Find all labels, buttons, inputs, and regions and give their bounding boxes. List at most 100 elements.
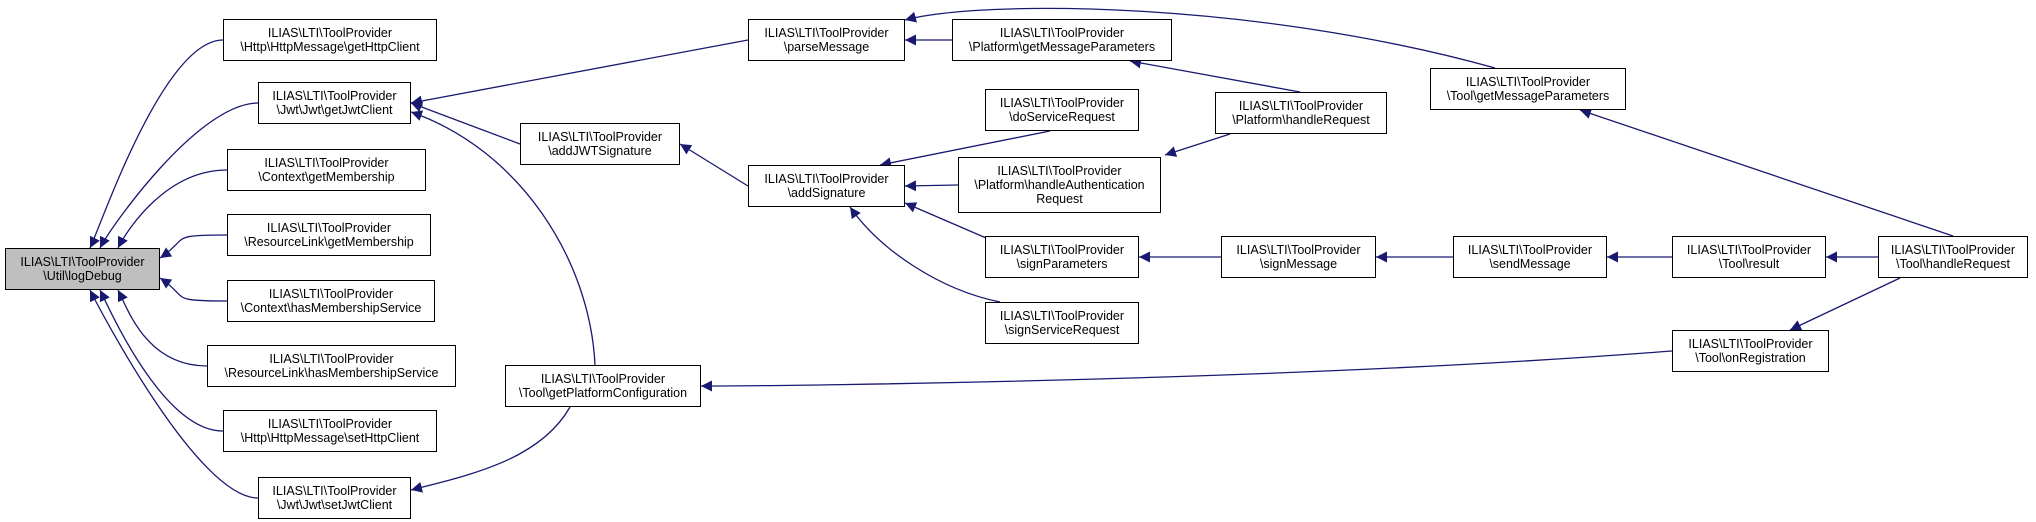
- edge-getPlatCfg-to-jwtSet: [410, 406, 571, 493]
- node-sign-msg[interactable]: ILIAS\LTI\ToolProvider\signMessage: [1221, 236, 1376, 278]
- node-label-line: ILIAS\LTI\ToolProvider: [268, 287, 394, 301]
- node-label-line: ILIAS\LTI\ToolProvider: [764, 26, 889, 40]
- edge-addSig-to-addJWT: [679, 143, 749, 187]
- node-label-line: \addJWTSignature: [548, 144, 652, 158]
- node-label-line: ILIAS\LTI\ToolProvider: [1236, 243, 1361, 257]
- node-label-line: ILIAS\LTI\ToolProvider: [537, 130, 663, 144]
- edge-getPlatCfg-to-jwtGet: [410, 110, 596, 366]
- node-label-line: \Jwt\Jwt\setJwtClient: [276, 498, 393, 512]
- node-label-line: ILIAS\LTI\ToolProvider: [267, 417, 393, 431]
- node-label-line: \parseMessage: [783, 40, 870, 54]
- node-label-line: \Context\hasMembershipService: [240, 301, 422, 315]
- node-label-line: ILIAS\LTI\ToolProvider: [764, 172, 889, 186]
- node-label-line: \Platform\getMessageParameters: [968, 40, 1156, 54]
- edge-jwtSet-to-logDebug: [89, 289, 259, 499]
- node-do-svc[interactable]: ILIAS\LTI\ToolProvider\doServiceRequest: [985, 89, 1139, 131]
- node-ctx-has-mem[interactable]: ILIAS\LTI\ToolProvider\Context\hasMember…: [227, 280, 435, 322]
- node-label-line: ILIAS\LTI\ToolProvider: [267, 26, 393, 40]
- node-tool-on-reg[interactable]: ILIAS\LTI\ToolProvider\Tool\onRegistrati…: [1672, 330, 1829, 372]
- node-tool-handle-req[interactable]: ILIAS\LTI\ToolProvider\Tool\handleReques…: [1878, 236, 2028, 278]
- node-plat-handle-auth[interactable]: ILIAS\LTI\ToolProvider\Platform\handleAu…: [958, 157, 1161, 213]
- edge-rlHasMem-to-logDebug: [117, 289, 208, 367]
- node-label-line: ILIAS\LTI\ToolProvider: [999, 309, 1125, 323]
- node-label-line: \Tool\getPlatformConfiguration: [518, 386, 688, 400]
- edge-jwtGet-to-logDebug: [99, 102, 259, 249]
- edge-ctxHasMem-to-logDebug: [159, 277, 228, 302]
- node-plat-get-msg-p[interactable]: ILIAS\LTI\ToolProvider\Platform\getMessa…: [952, 19, 1172, 61]
- node-http-set[interactable]: ILIAS\LTI\ToolProvider\Http\HttpMessage\…: [223, 410, 437, 452]
- node-add-jwt[interactable]: ILIAS\LTI\ToolProvider\addJWTSignature: [520, 123, 680, 165]
- node-label-line: ILIAS\LTI\ToolProvider: [999, 96, 1125, 110]
- edge-parseMsg-to-jwtGet: [410, 39, 749, 107]
- node-label-line: ILIAS\LTI\ToolProvider: [999, 26, 1125, 40]
- edge-httpGet-to-logDebug: [89, 39, 224, 249]
- edge-toolOnReg-to-getPlatCfg: [700, 350, 1673, 392]
- node-label-line: \signMessage: [1259, 257, 1338, 271]
- node-label-line: \doServiceRequest: [1009, 110, 1115, 124]
- edge-addJWT-to-jwtGet: [410, 101, 521, 145]
- node-label-line: ILIAS\LTI\ToolProvider: [1465, 75, 1591, 89]
- node-get-plat-cfg[interactable]: ILIAS\LTI\ToolProvider\Tool\getPlatformC…: [505, 365, 701, 407]
- node-label-line: ILIAS\LTI\ToolProvider: [1238, 99, 1364, 113]
- node-label-line: ILIAS\LTI\ToolProvider: [272, 484, 397, 498]
- node-tool-get-msg-p[interactable]: ILIAS\LTI\ToolProvider\Tool\getMessagePa…: [1430, 68, 1626, 110]
- node-sign-params[interactable]: ILIAS\LTI\ToolProvider\signParameters: [985, 236, 1139, 278]
- node-label-line: \Tool\onRegistration: [1695, 351, 1806, 365]
- node-rl-has-mem[interactable]: ILIAS\LTI\ToolProvider\ResourceLink\hasM…: [207, 345, 456, 387]
- node-label-line: ILIAS\LTI\ToolProvider: [266, 221, 392, 235]
- node-sign-svc[interactable]: ILIAS\LTI\ToolProvider\signServiceReques…: [985, 302, 1139, 344]
- edge-platHandleReq-to-platHandleAuth: [1164, 133, 1231, 157]
- edge-platHandleAuth-to-addSig: [904, 180, 959, 192]
- node-label-line: \sendMessage: [1489, 257, 1571, 271]
- node-label-line: \Platform\handleRequest: [1232, 113, 1370, 127]
- node-label-line: ILIAS\LTI\ToolProvider: [1467, 243, 1593, 257]
- edge-rlGetMem-to-logDebug: [159, 234, 228, 259]
- node-log-debug: ILIAS\LTI\ToolProvider\Util\logDebug: [5, 248, 160, 290]
- node-label-line: ILIAS\LTI\ToolProvider: [269, 352, 394, 366]
- node-label-line: ILIAS\LTI\ToolProvider: [1686, 243, 1812, 257]
- node-label-line: \Http\HttpMessage\setHttpClient: [240, 431, 420, 445]
- node-label-line: ILIAS\LTI\ToolProvider: [1890, 243, 2016, 257]
- node-label-line: \ResourceLink\hasMembershipService: [224, 366, 439, 380]
- node-label-line: ILIAS\LTI\ToolProvider: [264, 156, 389, 170]
- node-label-line: \signParameters: [1016, 257, 1108, 271]
- node-label-line: \Jwt\Jwt\getJwtClient: [276, 103, 393, 117]
- node-label-line: \Util\logDebug: [43, 269, 122, 283]
- edge-doSvc-to-addSig: [879, 130, 1051, 169]
- node-label-line: ILIAS\LTI\ToolProvider: [1688, 337, 1813, 351]
- node-label-line: \Tool\result: [1718, 257, 1780, 271]
- node-label-line: \Tool\getMessageParameters: [1446, 89, 1610, 103]
- edge-signSvc-to-addSig: [849, 206, 1001, 303]
- edge-toolHandleReq-to-toolOnReg: [1789, 277, 1901, 331]
- node-add-sig[interactable]: ILIAS\LTI\ToolProvider\addSignature: [748, 165, 905, 207]
- node-label-line: \Platform\handleAuthentication: [974, 178, 1145, 192]
- edge-ctxGetMem-to-logDebug: [117, 169, 228, 249]
- node-label-line: ILIAS\LTI\ToolProvider: [997, 164, 1122, 178]
- node-label-line: ILIAS\LTI\ToolProvider: [20, 255, 145, 269]
- edge-signParams-to-addSig: [904, 202, 1001, 245]
- node-label-line: \addSignature: [787, 186, 866, 200]
- node-label-line: ILIAS\LTI\ToolProvider: [999, 243, 1125, 257]
- node-jwt-get[interactable]: ILIAS\LTI\ToolProvider\Jwt\Jwt\getJwtCli…: [258, 82, 411, 124]
- edge-toolHandleReq-to-toolGetMsgP: [1579, 108, 1954, 237]
- node-label-line: \ResourceLink\getMembership: [244, 235, 414, 249]
- node-label-line: ILIAS\LTI\ToolProvider: [272, 89, 397, 103]
- node-label-line: Request: [1036, 192, 1083, 206]
- edge-httpSet-to-logDebug: [99, 289, 224, 432]
- node-http-get[interactable]: ILIAS\LTI\ToolProvider\Http\HttpMessage\…: [223, 19, 437, 61]
- node-label-line: \Tool\handleRequest: [1896, 257, 2010, 271]
- edge-platHandleReq-to-platGetMsgP: [1129, 57, 1301, 93]
- node-send-msg[interactable]: ILIAS\LTI\ToolProvider\sendMessage: [1453, 236, 1607, 278]
- node-label-line: ILIAS\LTI\ToolProvider: [540, 372, 666, 386]
- node-ctx-get-mem[interactable]: ILIAS\LTI\ToolProvider\Context\getMember…: [227, 149, 426, 191]
- node-tool-result[interactable]: ILIAS\LTI\ToolProvider\Tool\result: [1672, 236, 1826, 278]
- node-label-line: \Context\getMembership: [258, 170, 395, 184]
- node-jwt-set[interactable]: ILIAS\LTI\ToolProvider\Jwt\Jwt\setJwtCli…: [258, 477, 411, 519]
- node-rl-get-mem[interactable]: ILIAS\LTI\ToolProvider\ResourceLink\getM…: [227, 214, 431, 256]
- node-label-line: \Http\HttpMessage\getHttpClient: [240, 40, 420, 54]
- node-label-line: \signServiceRequest: [1004, 323, 1120, 337]
- node-plat-handle-req[interactable]: ILIAS\LTI\ToolProvider\Platform\handleRe…: [1215, 92, 1387, 134]
- node-parse-msg[interactable]: ILIAS\LTI\ToolProvider\parseMessage: [748, 19, 905, 61]
